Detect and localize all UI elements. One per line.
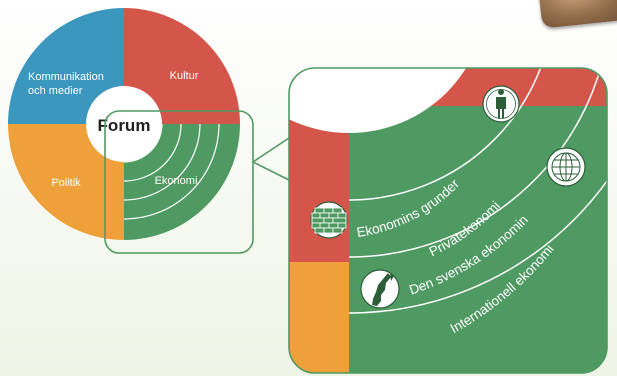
- ekonomi-zoom-panel: Ekonomins grunder Privatekonomi Den sven…: [288, 67, 608, 374]
- zoom-connector: [104, 110, 290, 254]
- zoom-politik-strip: [289, 262, 349, 373]
- segment-kultur[interactable]: [124, 8, 240, 124]
- zoom-panel-frame: [288, 67, 608, 374]
- segment-politik[interactable]: [8, 124, 124, 240]
- label-kommunikation-line1: Kommunikation: [28, 71, 104, 83]
- forum-wheel: Forum Kommunikation och medier Kultur Po…: [8, 8, 240, 240]
- brick-wall-icon[interactable]: [310, 201, 348, 239]
- label-kommunikation-line2: och medier: [28, 85, 83, 97]
- label-politik: Politik: [51, 177, 81, 189]
- segment-kommunikation[interactable]: [8, 8, 124, 124]
- zoom-ring-lines: [348, 68, 607, 314]
- person-icon[interactable]: [482, 85, 520, 123]
- zoom-source-frame: [104, 110, 254, 254]
- forum-label: Forum: [98, 116, 151, 135]
- sweden-map-icon[interactable]: [360, 269, 400, 309]
- label-kultur: Kultur: [170, 70, 199, 82]
- segment-ekonomi[interactable]: [124, 124, 240, 240]
- label-ekonomi: Ekonomi: [155, 175, 198, 187]
- globe-icon[interactable]: [546, 147, 586, 187]
